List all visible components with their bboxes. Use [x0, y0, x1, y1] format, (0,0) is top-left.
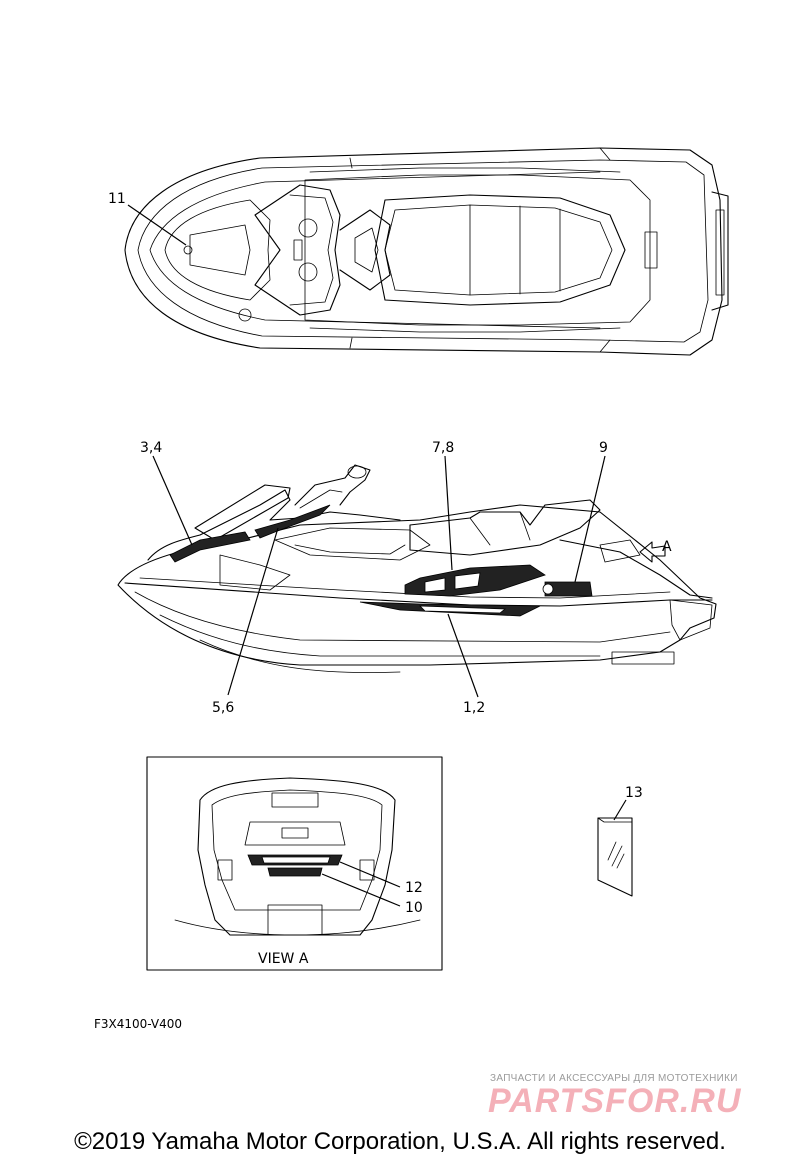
watermark-tagline: ЗАПЧАСТИ И АКСЕССУАРЫ ДЛЯ МОТОТЕХНИКИ: [490, 1073, 738, 1084]
watermark-logo: PARTSFOR.RU: [488, 1082, 742, 1120]
callout-9: 9: [599, 440, 608, 456]
top-view-hull: [124, 147, 729, 356]
decal-13-sheet: [597, 799, 633, 897]
view-a-frame: [146, 756, 443, 971]
callout-13: 13: [625, 785, 643, 801]
callout-11: 11: [108, 191, 126, 207]
side-view-hull: [117, 455, 717, 698]
diagram-code: F3X4100-V400: [94, 1017, 183, 1031]
decal-10: [267, 867, 323, 877]
decal-5-6: [254, 504, 331, 539]
callout-7-8: 7,8: [432, 440, 454, 456]
copyright-notice: ©2019 Yamaha Motor Corporation, U.S.A. A…: [74, 1128, 726, 1155]
callout-1-2: 1,2: [463, 700, 485, 716]
callout-3-4: 3,4: [140, 440, 162, 456]
view-a-caption: VIEW A: [258, 951, 309, 967]
callout-10: 10: [405, 900, 423, 916]
callout-12: 12: [405, 880, 423, 896]
callout-a: A: [662, 539, 672, 555]
callout-5-6: 5,6: [212, 700, 234, 716]
view-a-stern: [174, 777, 421, 936]
decal-3-4: [169, 531, 251, 563]
